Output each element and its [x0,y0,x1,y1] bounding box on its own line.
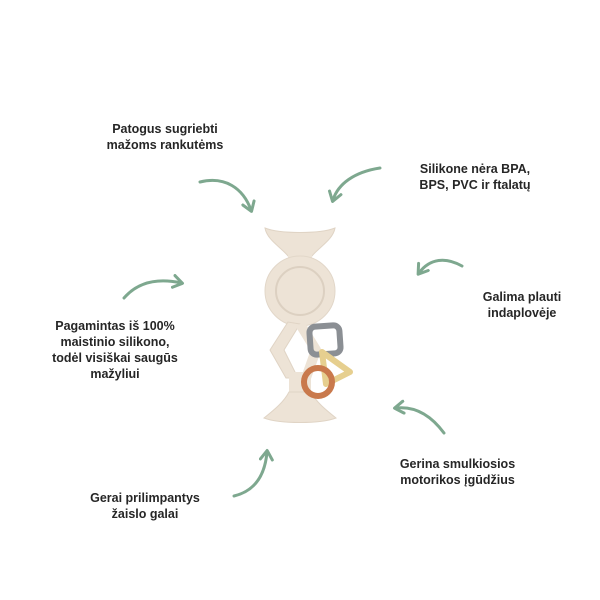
curved-arrow-icon [393,399,446,435]
feature-line: Gerina smulkiosios [399,457,516,471]
feature-line: Gerai prilimpantys [90,491,200,505]
curved-arrow-icon [328,166,382,203]
feature-label-suction-ends: Gerai prilimpantys žaislo galai [80,490,210,522]
feature-line: Patogus sugriebti [112,122,218,136]
feature-line: mažoms rankutėms [106,138,224,152]
feature-line: indaplovėje [487,306,557,320]
feature-line: todėl visiškai saugūs [52,351,178,365]
curved-arrow-icon [198,179,256,213]
feature-line: motorikos įgūdžius [400,473,515,487]
suction-teether-toy [262,227,353,423]
feature-line: Galima plauti [482,290,562,304]
feature-label-motor-skills: Gerina smulkiosios motorikos įgūdžius [395,456,520,488]
feature-label-bpa-free: Silikone nėra BPA, BPS, PVC ir ftalatų [410,161,540,193]
feature-label-grip: Patogus sugriebti mažoms rankutėms [95,121,235,153]
feature-label-food-grade: Pagamintas iš 100% maistinio silikono, t… [40,318,190,382]
curved-arrow-icon [122,274,184,300]
feature-label-dishwasher: Galima plauti indaplovėje [472,289,572,321]
feature-line: maistinio silikono, [60,335,170,349]
feature-line: Pagamintas iš 100% [55,319,175,333]
feature-line: mažyliui [90,367,140,381]
feature-line: BPS, PVC ir ftalatų [419,178,531,192]
feature-line: žaislo galai [111,507,179,521]
curved-arrow-icon [232,449,274,498]
curved-arrow-icon [416,258,464,276]
feature-line: Silikone nėra BPA, [419,162,531,176]
